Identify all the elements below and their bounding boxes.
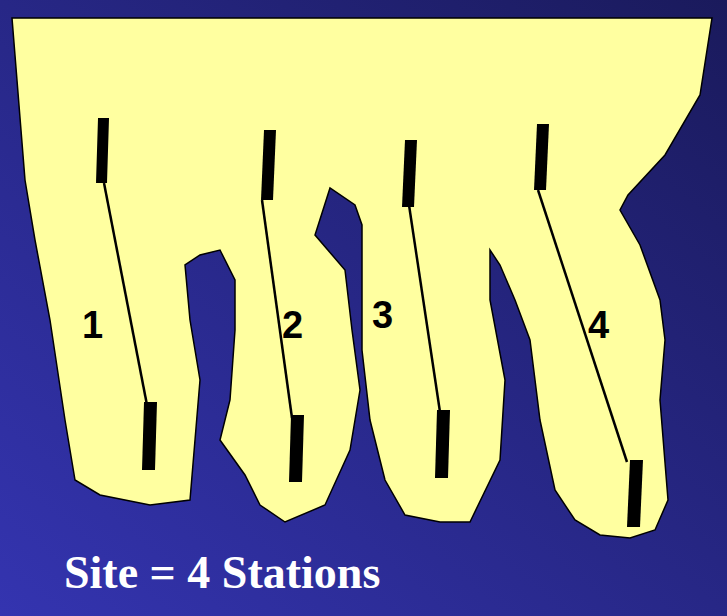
callout-number: 3 — [372, 296, 393, 334]
station-markers — [96, 118, 643, 527]
site-outline — [12, 18, 712, 538]
station-marker — [534, 124, 549, 190]
station-marker — [402, 140, 417, 207]
transect-lines — [104, 183, 627, 462]
callout-number: 1 — [82, 306, 103, 344]
caption: Site = 4 Stations — [64, 550, 380, 596]
callout-number: 2 — [282, 306, 303, 344]
station-marker — [435, 410, 450, 478]
transect-line — [409, 205, 440, 412]
callout-number: 4 — [588, 306, 609, 344]
station-marker — [261, 130, 276, 200]
station-marker — [142, 402, 157, 470]
transect-line — [538, 190, 627, 462]
station-marker — [289, 415, 304, 482]
station-marker — [627, 460, 643, 527]
transect-line — [104, 183, 147, 405]
station-marker — [96, 118, 109, 183]
